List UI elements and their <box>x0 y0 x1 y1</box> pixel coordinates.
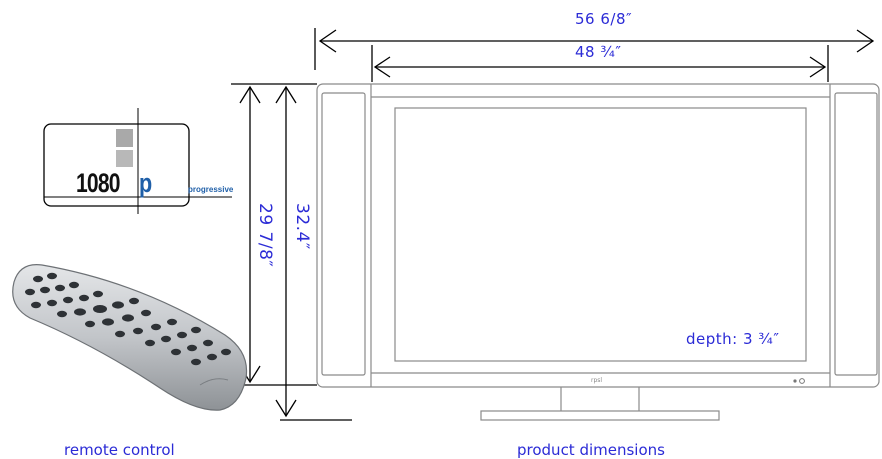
tv-outline <box>316 83 880 421</box>
overall-width-label: 56 6/8″ <box>575 10 633 28</box>
badge-resolution: 1080 <box>76 168 121 198</box>
depth-label: depth: 3 ¾″ <box>686 330 780 348</box>
product-dimensions-caption: product dimensions <box>517 441 665 459</box>
right-speaker <box>834 92 878 376</box>
overall-height-label: 32.4″ <box>292 203 312 250</box>
badge-p-letter: p <box>139 168 153 198</box>
badge-frame <box>43 108 232 214</box>
tv-screen <box>394 107 807 362</box>
screen-width-arrow <box>371 45 829 82</box>
screen-height-arrow <box>231 83 317 386</box>
tv-stand-base <box>480 410 720 421</box>
remote-control-image <box>12 264 248 411</box>
screen-height-label: 29 7/8″ <box>255 203 275 268</box>
badge-progressive: progressive <box>188 185 234 194</box>
left-speaker <box>321 92 366 376</box>
overall-width-arrow <box>314 28 875 70</box>
tv-indicator-lights <box>793 378 805 384</box>
tv-brand-logo: rpsl <box>591 377 603 384</box>
screen-width-label: 48 ¾″ <box>575 43 622 61</box>
overall-height-arrow <box>275 85 352 421</box>
remote-control-caption: remote control <box>64 441 175 459</box>
